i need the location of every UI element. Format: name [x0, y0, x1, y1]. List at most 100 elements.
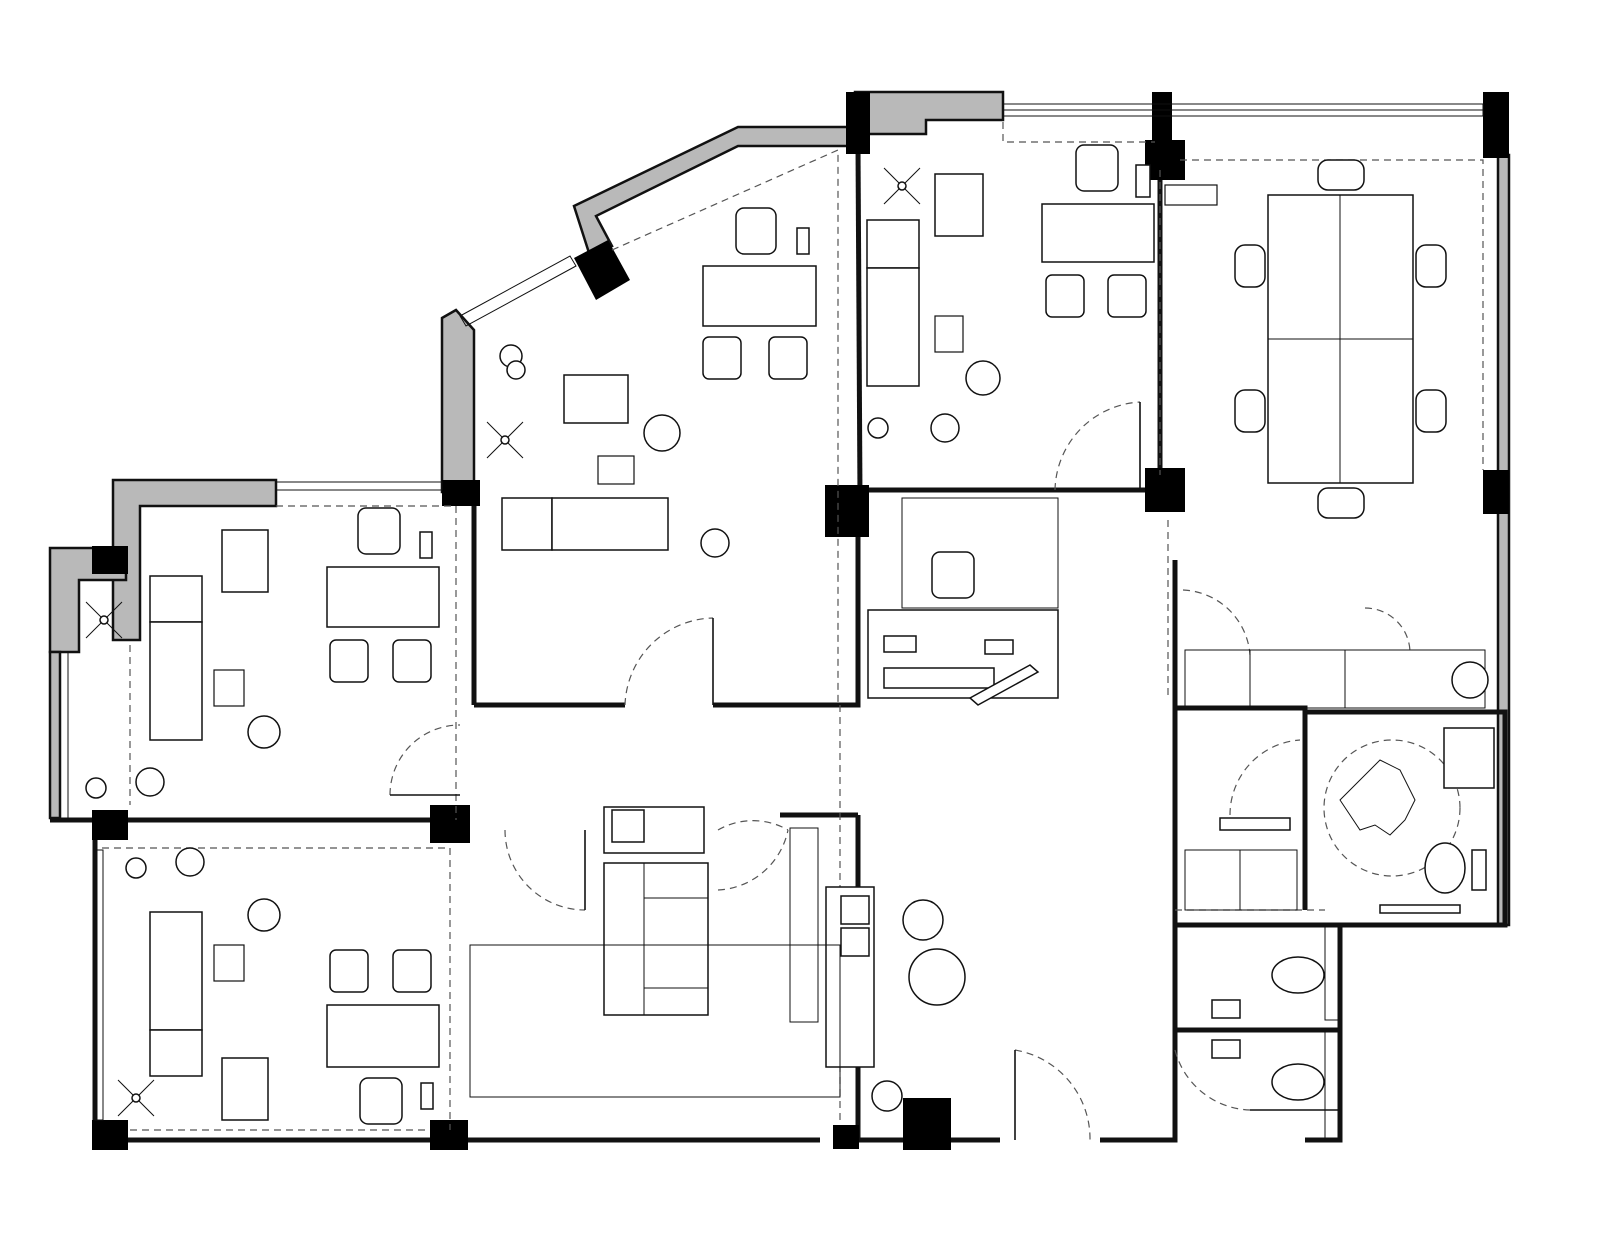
coffee-table [908, 948, 966, 1006]
stool [247, 715, 281, 749]
chair [1415, 389, 1447, 433]
sink [1451, 661, 1489, 699]
monitor [796, 227, 810, 255]
desk [326, 1004, 440, 1068]
column [1152, 92, 1172, 154]
sofa [149, 575, 203, 623]
radiator [934, 315, 964, 353]
table [563, 374, 629, 424]
stool [700, 528, 730, 558]
chair [359, 1077, 403, 1125]
column [833, 1125, 859, 1149]
column [574, 240, 630, 300]
monitor [968, 664, 1040, 706]
wall-west-office-top [111, 478, 278, 642]
sink [1443, 727, 1495, 789]
column [92, 1120, 128, 1150]
chair [768, 336, 808, 380]
chair [1075, 144, 1119, 192]
column [1483, 470, 1509, 514]
column [846, 92, 870, 154]
structural-columns [92, 92, 1509, 1150]
cushion [611, 809, 645, 843]
turning-circle [1323, 739, 1461, 877]
column [1145, 140, 1185, 180]
column [903, 1098, 951, 1150]
monitor [419, 531, 433, 559]
table [934, 173, 984, 237]
handrail [1379, 904, 1461, 914]
column [92, 810, 128, 840]
lounge [469, 806, 966, 1112]
plant [135, 767, 165, 797]
perimeter-lines [50, 145, 1508, 1143]
sofa [149, 911, 203, 1031]
wall-north-angled [572, 125, 860, 258]
radiator [597, 455, 635, 485]
chair [1317, 159, 1365, 191]
radiator [213, 669, 245, 707]
chair [392, 949, 432, 993]
monitor [1135, 164, 1151, 198]
table [221, 1057, 269, 1121]
printer [883, 635, 917, 653]
ceiling-fans [85, 167, 921, 1117]
stool [965, 360, 1001, 396]
shelf [1219, 817, 1291, 831]
chair [735, 207, 777, 255]
wheelchair [1339, 759, 1416, 836]
chair [931, 551, 975, 599]
column [430, 805, 470, 843]
chair [1045, 274, 1085, 318]
table [221, 529, 269, 593]
toilet [1271, 956, 1325, 994]
stool [643, 414, 681, 452]
radiator [213, 944, 245, 982]
chair [1415, 244, 1447, 288]
sink [1211, 1039, 1241, 1059]
reception [867, 497, 1059, 706]
column [92, 546, 128, 574]
column [1483, 92, 1509, 158]
stool [902, 899, 944, 941]
wall-west-angled [440, 308, 476, 494]
desk [326, 566, 440, 628]
toilet [1271, 1063, 1325, 1101]
chair [702, 336, 742, 380]
chair [329, 639, 369, 683]
wall-north-center [853, 90, 1005, 136]
office-north-center [499, 207, 817, 558]
chair [1317, 487, 1365, 519]
service-area [1184, 649, 1495, 1101]
desk [702, 265, 817, 327]
cushion [840, 927, 870, 957]
cushion [840, 895, 870, 925]
toilet [1424, 842, 1466, 894]
cabinet [551, 497, 669, 551]
plant [930, 413, 960, 443]
chair [1234, 244, 1266, 288]
chair [392, 639, 432, 683]
chair [1107, 274, 1147, 318]
sink [1211, 999, 1241, 1019]
sofa [866, 219, 920, 269]
windows [59, 103, 1484, 1141]
grille [1164, 184, 1218, 206]
meeting-room [1234, 159, 1447, 519]
stool [247, 898, 281, 932]
sofa [866, 267, 920, 387]
sofa [149, 1029, 203, 1077]
office-west-lower [125, 847, 440, 1125]
desk [1041, 203, 1155, 263]
column [442, 480, 480, 506]
chair [357, 507, 401, 555]
plant [871, 1080, 903, 1112]
column [825, 485, 869, 537]
sofa-sectional [603, 862, 709, 1016]
office-west-upper [85, 507, 440, 799]
wall-west-bottom [48, 650, 62, 820]
column [430, 1120, 468, 1150]
monitor [420, 1082, 434, 1110]
plant [175, 847, 205, 877]
